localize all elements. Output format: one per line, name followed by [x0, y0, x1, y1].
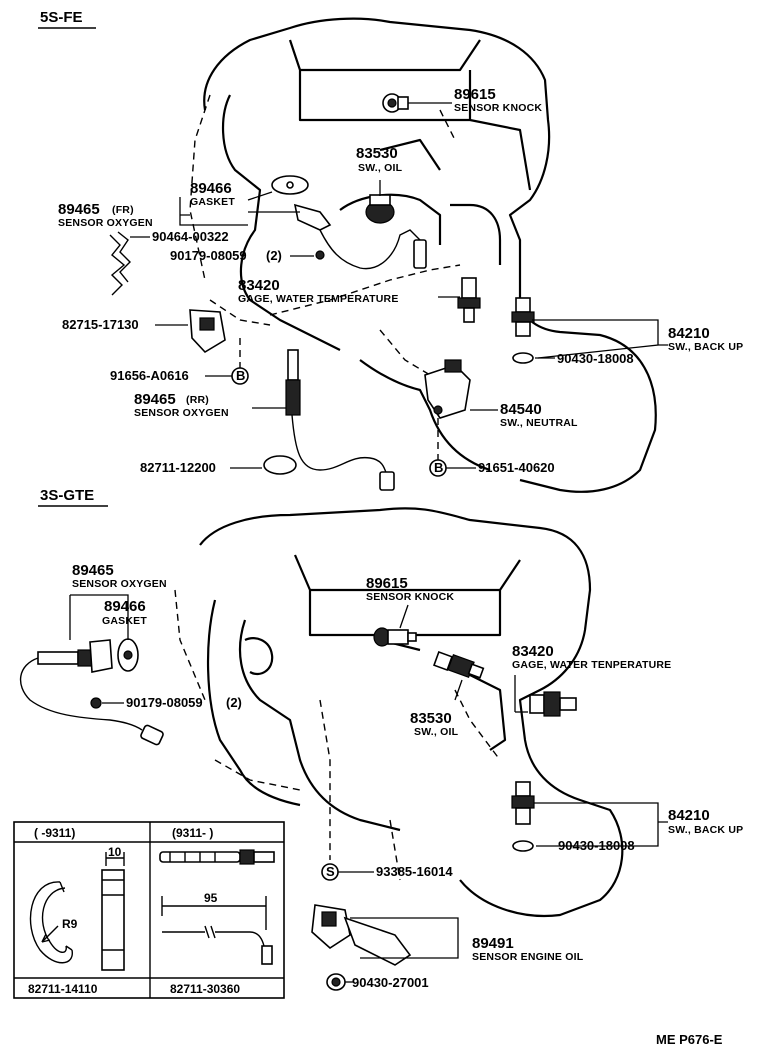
part-number-89615-3sgte: 89615 — [366, 575, 408, 592]
part-number-89466-top: 89466 — [190, 180, 232, 197]
part-desc-water-temp-top: GAGE, WATER TEMPERATURE — [238, 293, 399, 305]
clamp-drawing-old — [29, 852, 125, 971]
back-up-switch-3sgte-part — [511, 781, 535, 852]
oxy-3sgte-bracket — [69, 594, 129, 640]
part-desc-gasket-top: GASKET — [190, 196, 235, 208]
knock-leader-3sgte — [399, 604, 409, 629]
part-number-83530-top: 83530 — [356, 145, 398, 162]
part-number-84210-3sgte: 84210 — [668, 807, 710, 824]
part-number-89465-3sgte: 89465 — [72, 562, 114, 579]
part-number-89465-fr: 89465 — [58, 201, 100, 218]
part-number-93385: 93385-16014 — [376, 864, 453, 879]
oxygen-sensor-fr-part — [293, 203, 427, 270]
knock-sensor-3sgte-part — [373, 627, 417, 647]
part-number-91656: 91656-A0616 — [110, 368, 189, 383]
section-3sgte: 3S-GTE 89465 SENSOR OXYG — [19, 487, 743, 991]
inset-table: ( -9311) (9311- ) 10 R9 — [13, 821, 285, 999]
inset-col2-part: 82711-30360 — [170, 982, 240, 996]
part-number-90430-27001: 90430-27001 — [352, 975, 429, 990]
oxygen-sensor-rr-part — [263, 349, 395, 491]
part-qty-nut-top: (2) — [266, 248, 282, 263]
part-number-82711-12200: 82711-12200 — [140, 460, 216, 475]
part-desc-knock-top: SENSOR KNOCK — [454, 102, 542, 114]
part-desc-back-up-3sgte: SW., BACK UP — [668, 824, 743, 836]
back-up-bracket-top — [532, 319, 668, 359]
part-desc-oil-sw-top: SW., OIL — [358, 162, 403, 174]
footer-code: ME P676-E — [656, 1032, 723, 1047]
part-number-89491: 89491 — [472, 935, 514, 952]
part-desc-oil-sensor: SENSOR ENGINE OIL — [472, 951, 584, 963]
oil-sensor-bracket — [350, 917, 459, 959]
marker-s: S — [326, 864, 335, 879]
inset-dim-95: 95 — [204, 891, 218, 905]
oxy-fr-bracket — [179, 197, 248, 226]
section-title-3sgte: 3S-GTE — [40, 487, 94, 504]
part-number-83530-3sgte: 83530 — [410, 710, 452, 727]
part-qty-nut-3sgte: (2) — [226, 695, 242, 710]
part-number-90430-top: 90430-18008 — [557, 351, 634, 366]
part-tag-rr: (RR) — [186, 394, 209, 406]
section-title-5sfe: 5S-FE — [40, 9, 83, 26]
bracket-part — [189, 309, 226, 354]
part-number-89465-rr: 89465 — [134, 391, 176, 408]
oil-switch-part — [365, 180, 395, 224]
part-number-91651: 91651-40620 — [478, 460, 555, 475]
back-up-bracket-3sgte — [534, 802, 668, 847]
part-number-90430-3sgte: 90430-18008 — [558, 838, 635, 853]
part-desc-gasket-3sgte: GASKET — [102, 615, 147, 627]
part-desc-oxy-fr: SENSOR OXYGEN — [58, 217, 153, 229]
part-number-89615-top: 89615 — [454, 86, 496, 103]
part-number-82715: 82715-17130 — [62, 317, 139, 332]
inset-col1-header: ( -9311) — [34, 826, 75, 840]
clamp-drawing-new — [159, 849, 275, 965]
inset-dim-r9: R9 — [62, 917, 78, 931]
gasket-part-top — [271, 175, 309, 195]
knock-sensor-part — [382, 93, 409, 113]
oxygen-sensor-3sgte-part — [19, 638, 164, 746]
gasket-leader-top — [247, 191, 273, 201]
part-number-84540: 84540 — [500, 401, 542, 418]
part-desc-back-up-top: SW., BACK UP — [668, 341, 743, 353]
nut-part-3sgte — [90, 697, 102, 709]
nut-part-top — [315, 250, 325, 260]
part-tag-fr: (FR) — [112, 204, 134, 216]
part-number-89466-3sgte: 89466 — [104, 598, 146, 615]
part-number-83420-3sgte: 83420 — [512, 643, 554, 660]
part-desc-oxy-3sgte: SENSOR OXYGEN — [72, 578, 167, 590]
engine-outline-5sfe — [189, 17, 657, 493]
engine-outline-3sgte — [174, 507, 624, 917]
part-desc-neutral: SW., NEUTRAL — [500, 417, 578, 429]
part-number-90179-3sgte: 90179-08059 — [126, 695, 203, 710]
part-number-83420-top: 83420 — [238, 277, 280, 294]
water-temp-gauge-part — [457, 277, 481, 323]
back-up-switch-part-top — [511, 297, 535, 364]
oil-sw-leader-3sgte — [454, 679, 463, 701]
part-desc-oil-sw-3sgte: SW., OIL — [414, 726, 459, 738]
marker-b-1: B — [236, 368, 245, 383]
section-5sfe: 5S-FE 89615 SENSOR KNOCK — [38, 9, 743, 493]
part-number-84210-top: 84210 — [668, 325, 710, 342]
oil-switch-3sgte-part — [433, 651, 485, 679]
neutral-switch-part — [424, 359, 471, 419]
clip-wire-part — [109, 231, 131, 296]
engine-oil-sensor-part — [311, 904, 412, 991]
inset-col2-header: (9311- ) — [172, 826, 213, 840]
inset-dim-10: 10 — [108, 845, 122, 859]
part-desc-water-temp-3sgte: GAGE, WATER TENPERATURE — [512, 659, 671, 671]
inset-col1-part: 82711-14110 — [28, 982, 98, 996]
part-desc-oxy-rr: SENSOR OXYGEN — [134, 407, 229, 419]
marker-b-2: B — [434, 460, 443, 475]
part-number-90179-top: 90179-08059 — [170, 248, 247, 263]
part-number-90464: 90464-00322 — [152, 229, 229, 244]
water-temp-3sgte-part — [529, 691, 577, 717]
part-desc-knock-3sgte: SENSOR KNOCK — [366, 591, 454, 603]
